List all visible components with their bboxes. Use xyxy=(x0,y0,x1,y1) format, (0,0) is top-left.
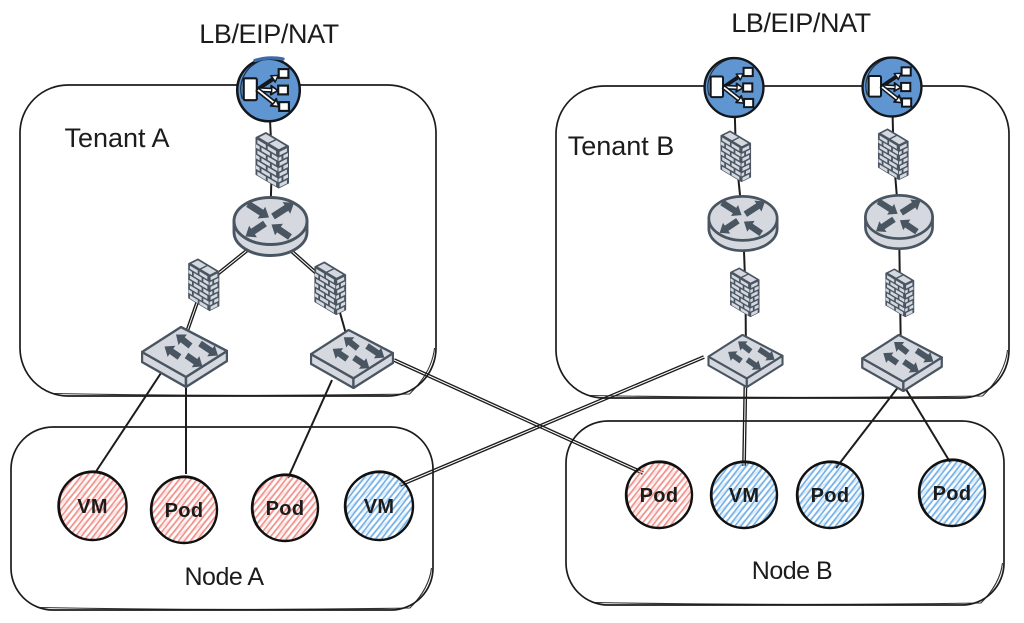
svg-text:Node A: Node A xyxy=(184,563,264,591)
svg-text:Tenant B: Tenant B xyxy=(568,131,675,161)
svg-text:VM: VM xyxy=(77,496,108,518)
svg-text:Pod: Pod xyxy=(165,500,204,522)
svg-text:LB/EIP/NAT: LB/EIP/NAT xyxy=(731,8,871,38)
svg-text:LB/EIP/NAT: LB/EIP/NAT xyxy=(199,19,339,49)
svg-text:Pod: Pod xyxy=(811,485,850,507)
svg-text:Pod: Pod xyxy=(266,498,305,520)
svg-text:Node B: Node B xyxy=(752,557,832,585)
svg-text:Pod: Pod xyxy=(640,485,679,507)
svg-text:VM: VM xyxy=(729,485,760,507)
svg-text:VM: VM xyxy=(364,496,395,518)
svg-text:Pod: Pod xyxy=(933,483,972,505)
svg-text:Tenant A: Tenant A xyxy=(64,123,169,153)
